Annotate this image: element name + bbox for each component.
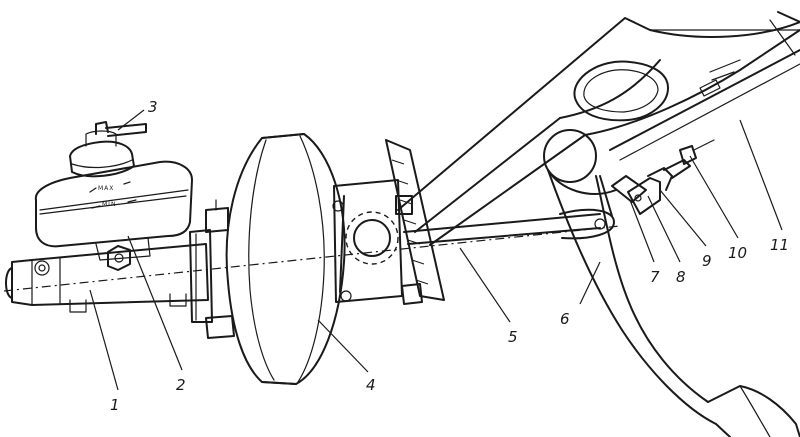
callout-8: 8 (676, 268, 686, 286)
leader-4 (317, 319, 369, 373)
leader-3 (117, 109, 145, 131)
brake-pedal (543, 129, 800, 437)
leader-2 (127, 235, 183, 371)
callout-labels: 1 2 3 4 5 6 7 8 9 10 11 (110, 98, 789, 414)
leader-1 (89, 289, 119, 391)
callout-3: 3 (148, 98, 158, 116)
leader-9 (659, 189, 707, 247)
leader-11 (739, 119, 783, 231)
push-rod (403, 208, 615, 245)
reservoir-cap (69, 121, 147, 178)
callout-6: 6 (560, 310, 570, 328)
leader-5 (459, 247, 511, 323)
fitting-nut (107, 245, 131, 271)
leader-8 (647, 195, 681, 263)
min-level-mark: MIN (102, 201, 116, 208)
callout-7: 7 (650, 268, 660, 286)
leader-lines (89, 109, 783, 391)
pedal-pivot (543, 129, 597, 183)
max-level-mark: MAX (98, 185, 114, 192)
firewall-plate (385, 139, 445, 301)
leader-6 (579, 261, 601, 305)
master-cylinder (5, 229, 213, 323)
center-axis-line (3, 225, 621, 292)
callout-10: 10 (728, 244, 747, 262)
vacuum-booster (205, 133, 346, 385)
callout-9: 9 (702, 252, 712, 270)
callout-2: 2 (176, 376, 186, 394)
leader-10 (689, 155, 739, 239)
bracket-hole (573, 60, 669, 122)
pedal-pad (707, 385, 800, 437)
stop-light-switch (611, 59, 741, 215)
fluid-reservoir: MAX MIN (34, 160, 193, 261)
callout-11: 11 (770, 236, 789, 254)
leader-7 (629, 199, 655, 263)
booster-mounting-spacer (332, 139, 445, 305)
callout-1: 1 (110, 396, 120, 414)
callout-5: 5 (508, 328, 518, 346)
callout-4: 4 (366, 376, 376, 394)
